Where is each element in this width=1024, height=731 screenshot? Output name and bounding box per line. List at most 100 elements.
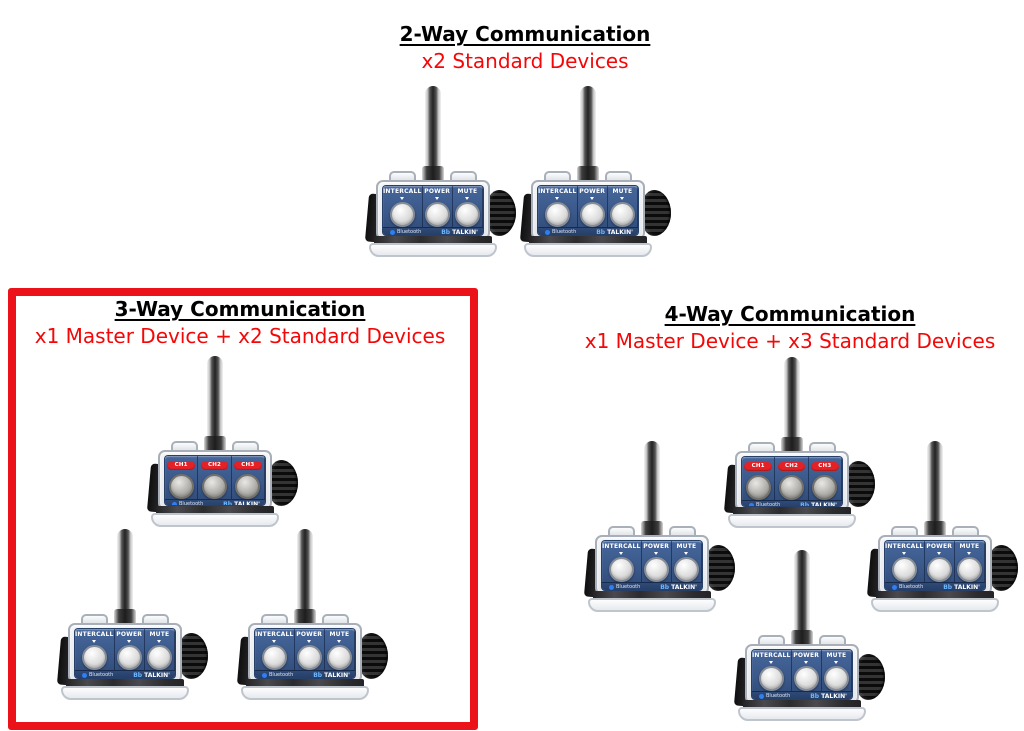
brand-prefix: Bb [313, 671, 323, 679]
bluetooth-logo: Bluetooth [749, 502, 780, 506]
channel-label: CH2 [777, 462, 806, 471]
base-plate [151, 513, 279, 527]
bluetooth-label: Bluetooth [766, 693, 791, 699]
push-button [643, 557, 669, 582]
brand-word: TALKIN' [954, 583, 980, 591]
arrow-down-icon [127, 640, 132, 643]
bbtalkin-logo: Bb TALKIN' [810, 693, 847, 700]
brand-row: Bluetooth Bb TALKIN' [75, 670, 175, 678]
push-button [926, 557, 952, 582]
clear-case: INTERCALL POWER MUTE Blu [878, 535, 992, 595]
channel-column: INTERCALL [885, 541, 925, 582]
brand-prefix: Bb [223, 500, 233, 506]
channel-column: CH1 [165, 456, 199, 499]
bluetooth-logo: Bluetooth [82, 672, 113, 678]
brand-word: TALKIN' [811, 501, 837, 507]
push-button [146, 645, 172, 670]
push-button [608, 557, 634, 582]
brand-word: TALKIN' [607, 228, 633, 236]
front-panel: INTERCALL POWER MUTE Blu [538, 186, 638, 235]
arrow-down-icon [307, 640, 312, 643]
brand-row: Bluetooth Bb TALKIN' [742, 500, 842, 506]
brand-row: Bluetooth Bb TALKIN' [602, 582, 702, 590]
group-title-2way: 2-Way Communication [399, 22, 651, 46]
brand-prefix: Bb [943, 583, 953, 591]
brand-prefix: Bb [660, 583, 670, 591]
channel-column: MUTE [453, 186, 483, 227]
clear-case: INTERCALL POWER MUTE Blu [248, 623, 362, 683]
channel-label: MUTE [457, 188, 478, 195]
push-button [778, 475, 804, 500]
channel-column: INTERCALL [602, 541, 642, 582]
channel-label: POWER [643, 543, 670, 550]
group-header-3way: 3-Way Communication x1 Master Device + x… [4, 297, 476, 348]
push-button [579, 202, 605, 227]
arrow-down-icon [435, 197, 440, 200]
push-button [235, 474, 261, 499]
clear-case: INTERCALL POWER MUTE Blu [68, 623, 182, 683]
channel-column: INTERCALL [752, 650, 792, 691]
device-master: CH1 CH2 CH3 Bluetooth [146, 356, 298, 528]
base-plate [738, 707, 866, 721]
arrow-down-icon [834, 661, 839, 664]
front-panel: INTERCALL POWER MUTE Blu [885, 541, 985, 590]
antenna-base [114, 609, 136, 625]
channel-column: POWER [295, 629, 325, 670]
push-button [424, 202, 450, 227]
push-button [544, 202, 570, 227]
channel-label: MUTE [329, 631, 350, 638]
bluetooth-label: Bluetooth [269, 672, 294, 678]
brand-word: TALKIN' [324, 671, 350, 679]
bluetooth-icon [609, 584, 614, 590]
brand-word: TALKIN' [234, 500, 260, 506]
base-plate [369, 243, 497, 257]
bluetooth-label: Bluetooth [756, 502, 781, 506]
channel-column: MUTE [145, 629, 175, 670]
push-button [956, 557, 982, 582]
channel-label: INTERCALL [75, 631, 114, 638]
side-knob [177, 633, 208, 679]
antenna-icon [425, 86, 441, 182]
side-knob [640, 190, 671, 236]
highlight-box-3way [8, 288, 478, 730]
bottom-rail [156, 506, 274, 515]
channel-label: POWER [424, 188, 451, 195]
bluetooth-icon [82, 672, 87, 678]
channel-label: INTERCALL [255, 631, 294, 638]
bottom-rail [66, 679, 184, 688]
front-panel: INTERCALL POWER MUTE Blu [255, 629, 355, 678]
device-master: CH1 CH2 CH3 Bluetooth [723, 357, 875, 529]
base-plate [61, 686, 189, 700]
push-button [758, 666, 784, 691]
base-plate [588, 598, 716, 612]
brand-prefix: Bb [441, 228, 451, 236]
front-panel: INTERCALL POWER MUTE Blu [752, 650, 852, 699]
antenna-base [791, 630, 813, 646]
push-button [823, 666, 849, 691]
bluetooth-label: Bluetooth [552, 229, 577, 235]
brand-row: Bluetooth Bb TALKIN' [165, 499, 265, 505]
front-panel: CH1 CH2 CH3 Bluetooth [742, 457, 842, 506]
channel-label: MUTE [149, 631, 170, 638]
channel-column: INTERCALL [255, 629, 295, 670]
channel-label: INTERCALL [885, 543, 924, 550]
channel-label: INTERCALL [602, 543, 641, 550]
antenna-base [641, 521, 663, 537]
arrow-down-icon [804, 661, 809, 664]
bluetooth-label: Bluetooth [89, 672, 114, 678]
side-knob [357, 633, 388, 679]
arrow-down-icon [619, 552, 624, 555]
channel-label: CH2 [200, 461, 229, 470]
brand-row: Bluetooth Bb TALKIN' [538, 227, 638, 235]
arrow-down-icon [654, 552, 659, 555]
clear-case: CH1 CH2 CH3 Bluetooth [158, 450, 272, 510]
antenna-icon [794, 550, 810, 646]
brand-prefix: Bb [810, 692, 820, 700]
channel-column: CH2 [775, 457, 809, 500]
push-button [812, 475, 838, 500]
device-standard: INTERCALL POWER MUTE Blu [733, 550, 885, 722]
channel-label: INTERCALL [538, 188, 577, 195]
push-button [793, 666, 819, 691]
group-subtitle-2way: x2 Standard Devices [421, 49, 629, 73]
front-panel: INTERCALL POWER MUTE Blu [602, 541, 702, 590]
